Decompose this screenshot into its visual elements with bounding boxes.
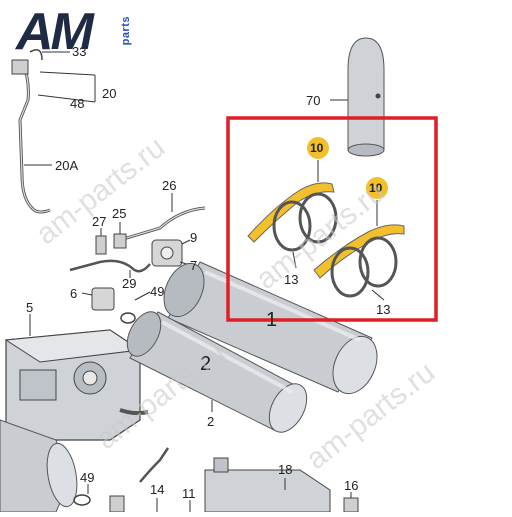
brand-logo-suffix: parts: [120, 16, 132, 46]
seal-49-upper: [120, 312, 136, 324]
label-6: 6: [70, 286, 77, 301]
label-2-tank: 2: [200, 353, 211, 375]
strap-10-upper: [247, 182, 335, 243]
cylinder-70-base: [347, 143, 385, 157]
label-26: 26: [162, 178, 176, 193]
label-5: 5: [26, 300, 33, 315]
label-13-upper: 13: [284, 272, 298, 287]
label-49-upper: 49: [150, 284, 164, 299]
leader-20: [39, 71, 96, 76]
label-13-lower: 13: [376, 302, 390, 317]
label-11: 11: [182, 486, 196, 501]
tank-lower-left-cap: [46, 442, 78, 508]
hose-29: [69, 259, 151, 273]
label-14: 14: [150, 482, 164, 497]
label-20A: 20A: [55, 158, 78, 173]
callout-10-lower: 10: [369, 181, 383, 195]
clip-33: [29, 49, 43, 61]
leader-9: [181, 239, 191, 245]
control-unit-5-box: [19, 369, 57, 401]
label-9: 9: [190, 230, 197, 245]
line-20A: [18, 59, 51, 214]
brand-logo-text: AM: [16, 3, 94, 61]
label-18: 18: [278, 462, 292, 477]
label-25: 25: [112, 206, 126, 221]
fitting-27: [95, 235, 107, 255]
part-16: [343, 497, 359, 513]
clamp-ring-13d: [358, 236, 398, 288]
tank-2-back-cap: [126, 311, 162, 357]
seal-49-lower: [73, 494, 91, 506]
callout-10-upper: 10: [310, 141, 324, 155]
fitting-top: [11, 59, 29, 75]
part-6: [91, 287, 115, 311]
leader-13-lower: [371, 289, 385, 301]
label-20: 20: [102, 86, 116, 101]
tank-2-highlight: [161, 320, 293, 394]
cylinder-70: [347, 37, 385, 151]
leader-6: [81, 292, 93, 296]
label-27: 27: [92, 214, 106, 229]
tank-1-highlight: [204, 270, 361, 342]
highlight-box: [226, 116, 438, 322]
strap-10-lower: [313, 224, 405, 279]
tank-1-end-cap: [332, 335, 378, 395]
clamp-ring-13a: [272, 200, 312, 252]
clamp-ring-13c: [330, 246, 370, 298]
label-1: 1: [266, 309, 277, 331]
leader-13-upper: [292, 251, 297, 269]
label-49-lower: 49: [80, 470, 94, 485]
leader-48: [37, 94, 96, 103]
bracket-18: [204, 469, 331, 513]
line-26-inner: [119, 207, 206, 241]
label-29: 29: [122, 276, 136, 291]
label-7: 7: [190, 258, 197, 273]
label-70: 70: [306, 93, 320, 108]
label-16: 16: [344, 478, 358, 493]
fitting-14: [109, 495, 125, 513]
callout-badge-10-lower: [366, 177, 388, 199]
label-2: 2: [207, 414, 214, 429]
tank-2-end-cap: [268, 383, 308, 433]
brand-logo: AM parts: [16, 3, 132, 61]
cylinder-70-port: [375, 93, 381, 99]
tank-1-back-cap: [163, 262, 205, 318]
bracket-18-tab: [213, 457, 229, 473]
control-unit-5-pump-core: [82, 370, 98, 386]
leader-49-upper: [134, 291, 151, 301]
control-unit-5-pipe: [119, 408, 149, 416]
label-48: 48: [70, 96, 84, 111]
callout-badge-10-upper: [307, 137, 329, 159]
clamp-ring-13b: [298, 192, 338, 244]
valve-9-port: [160, 246, 174, 260]
line-20A-inner: [19, 59, 51, 213]
fitting-25: [113, 233, 127, 249]
label-33: 33: [72, 44, 86, 59]
line-14: [139, 447, 170, 483]
